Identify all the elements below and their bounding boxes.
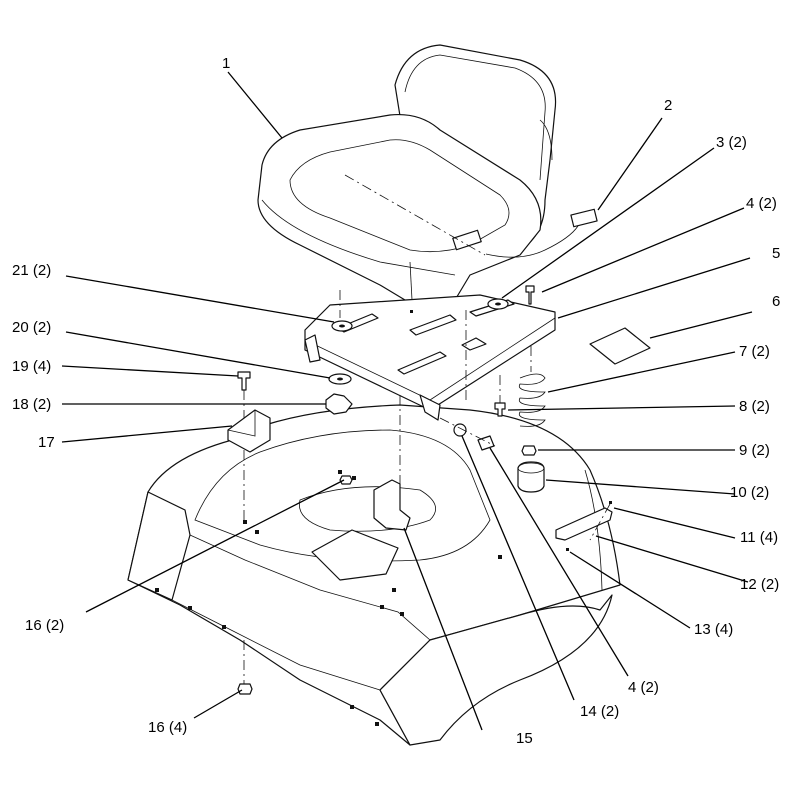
callout-20: 20 (2) [12,319,51,336]
callout-17: 17 [38,434,55,451]
callout-9: 9 (2) [739,442,770,459]
hardware-right [439,285,613,551]
callout-5: 5 [772,245,780,262]
callout-2: 2 [664,97,672,114]
seat-plate [304,294,556,505]
callout-11: 11 (4) [740,529,778,546]
callout-12: 12 (2) [740,576,779,593]
callout-14: 14 (2) [580,703,619,720]
callout-3: 3 (2) [716,134,747,151]
callout-labels: 1 2 3 (2) 4 (2) 5 6 7 (2) 8 (2) 9 (2) 10… [12,55,780,747]
seat [257,44,598,304]
callout-18: 18 (2) [12,396,51,413]
callout-13: 13 (4) [694,621,733,638]
callout-16a: 16 (4) [148,719,187,736]
callout-7: 7 (2) [739,343,770,360]
callout-19: 19 (4) [12,358,51,375]
deck-holes [155,470,502,726]
callout-15: 15 [516,730,533,747]
callout-4a: 4 (2) [746,195,777,212]
callout-16b: 16 (2) [25,617,64,634]
callout-4b: 4 (2) [628,679,659,696]
callout-6: 6 [772,293,780,310]
callout-8: 8 (2) [739,398,770,415]
callout-10: 10 (2) [730,484,769,501]
callout-1: 1 [222,55,230,72]
fender-deck [127,404,621,746]
hardware-left [227,290,467,695]
decal [589,327,651,365]
washers [328,298,509,385]
leader-lines [61,71,753,731]
callout-21: 21 (2) [12,262,51,279]
